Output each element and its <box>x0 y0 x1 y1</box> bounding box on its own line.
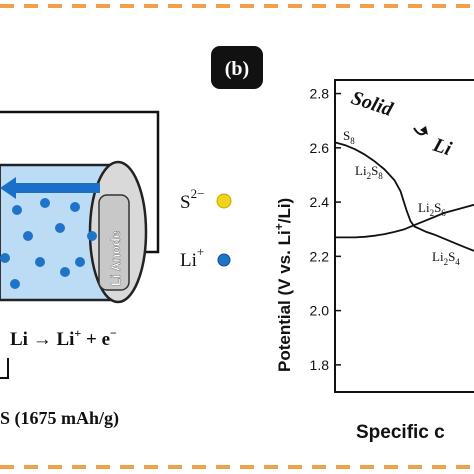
phase-annotation-next: Li <box>430 134 455 161</box>
panel-label-background <box>211 46 263 89</box>
lithium-ion-dot <box>12 205 22 215</box>
reaction-left: Li → Li <box>10 329 74 350</box>
reaction-sup2: − <box>110 326 117 340</box>
lithium-ion-dot <box>23 231 33 241</box>
y-tick-label: 2.0 <box>310 303 330 319</box>
lithium-ion-dot <box>60 267 70 277</box>
lithium-ion-dot <box>87 231 97 241</box>
y-tick-label: 2.2 <box>310 248 330 264</box>
capacity-text: S (1675 mAh/g) <box>0 408 119 429</box>
lithium-ion-dot <box>70 202 80 212</box>
arrow-head <box>0 177 16 199</box>
li-anode-label: Li Anode <box>108 231 123 286</box>
species-label-li2s8: Li2S8 <box>355 163 383 181</box>
ion-legend: S2− Li+ <box>180 186 232 271</box>
lithium-legend-label: Li+ <box>180 244 204 271</box>
lithium-ions <box>0 198 97 289</box>
lithium-ion-dot <box>40 198 50 208</box>
arrow-shaft <box>14 183 100 193</box>
x-axis-label: Specific c <box>356 422 445 443</box>
voltage-profile-chart: 2.8 2.6 2.4 2.2 2.0 1.8 Potential (V vs. Li+/… <box>272 79 474 443</box>
lithium-ion-dot <box>0 253 10 263</box>
ion-flow-arrow <box>0 177 100 199</box>
reaction-mid: + e <box>81 329 110 350</box>
y-tick-label: 1.8 <box>310 357 330 373</box>
sulfide-legend-label: S2− <box>180 186 204 213</box>
lithium-legend-dot <box>217 253 231 267</box>
y-axis-ticks: 2.8 2.6 2.4 2.2 2.0 1.8 <box>310 86 341 373</box>
circuit-wire <box>0 110 160 254</box>
charge-curve <box>335 203 474 239</box>
li-anode <box>98 194 130 291</box>
plot-frame <box>334 79 474 393</box>
species-label-li2s4: Li2S4 <box>432 249 460 267</box>
phase-annotation: Solid <box>348 87 396 121</box>
y-tick-label: 2.8 <box>310 86 330 102</box>
series-layer <box>334 141 474 252</box>
panel-label-badge: (b) <box>211 46 263 89</box>
cell-body: Li Anode <box>0 160 148 304</box>
lithium-ion-dot <box>55 223 65 233</box>
lithium-ion-dot <box>35 257 45 267</box>
phase-arrow-head <box>420 126 428 135</box>
y-tick-label: 2.6 <box>310 140 330 156</box>
reaction-equation: Li → Li+ + e− <box>10 326 117 350</box>
reaction-sup1: + <box>74 326 81 340</box>
sulfide-legend-dot <box>216 193 232 209</box>
species-label-s8: S8 <box>343 128 355 146</box>
lithium-ion-dot <box>10 279 20 289</box>
species-label-li2s6: Li2S6 <box>418 200 446 218</box>
discharge-curve <box>334 141 474 252</box>
y-axis-label: Potential (V vs. Li+/Li) <box>272 198 294 372</box>
panel-label: (b) <box>225 58 249 80</box>
bracket <box>0 358 9 379</box>
lithium-ion-dot <box>75 257 85 267</box>
y-tick-label: 2.4 <box>310 194 330 210</box>
